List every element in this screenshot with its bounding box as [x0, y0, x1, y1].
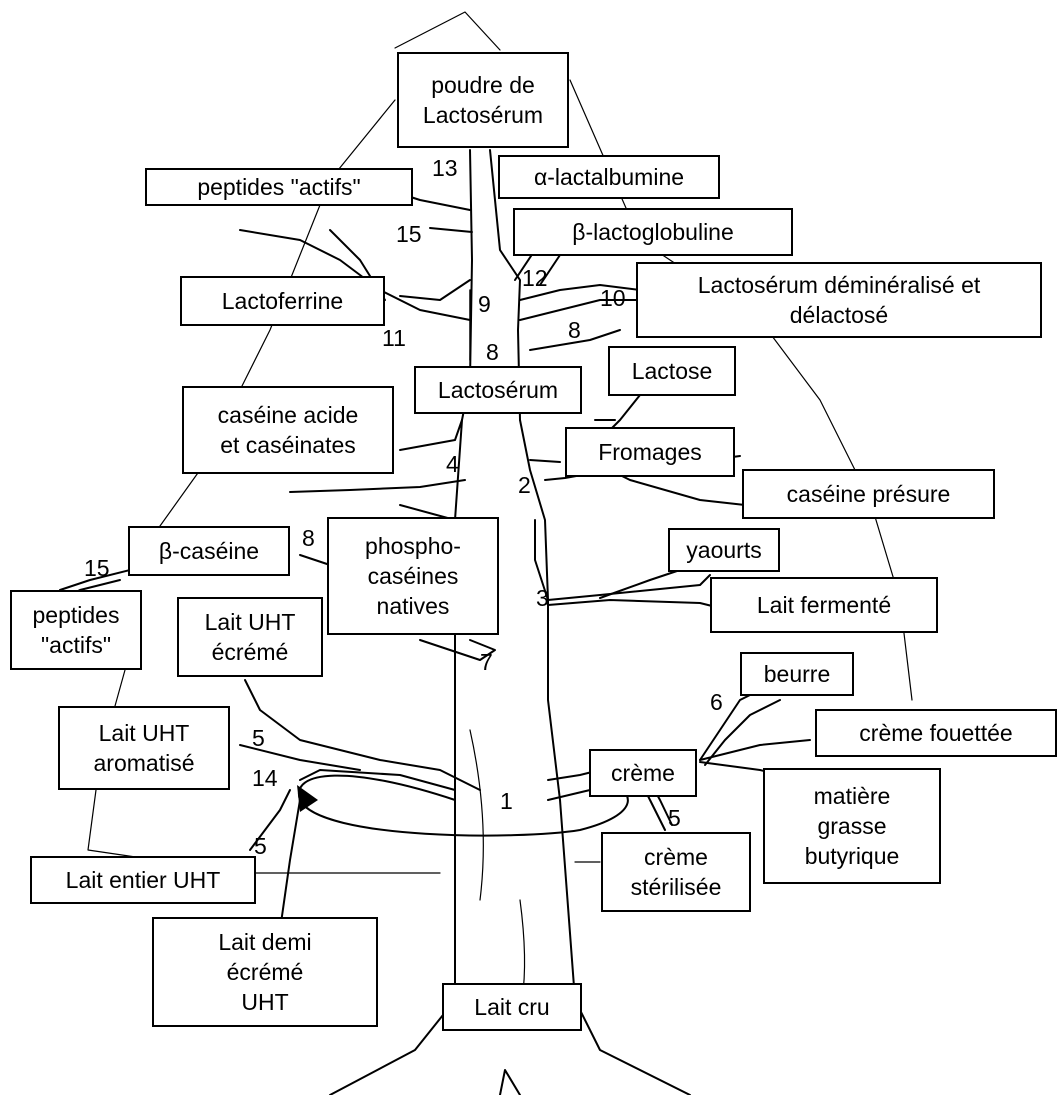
node-label: Lactosérum déminéralisé et délactosé: [697, 272, 981, 328]
step-number: 12: [522, 265, 548, 291]
node-matiere-grasse: matière grasse butyrique: [763, 768, 941, 884]
step-number: 10: [600, 285, 626, 311]
node-lait-entier-uht: Lait entier UHT: [30, 856, 256, 904]
node-label: caséine acide et caséinates: [217, 402, 359, 458]
step-number: 15: [396, 221, 422, 247]
node-lait-uht-aromatise: Lait UHT aromatisé: [58, 706, 230, 790]
node-label: Lait cru: [474, 994, 550, 1020]
node-label: β-caséine: [158, 538, 260, 564]
step-number: 6: [710, 689, 723, 715]
node-label: Lactose: [631, 358, 713, 384]
node-label: Lait UHT aromatisé: [93, 720, 195, 776]
node-lactoserum: Lactosérum: [414, 366, 582, 414]
node-label: phospho- caséines natives: [365, 533, 461, 619]
loop-arrowhead: [297, 785, 318, 812]
connector-lines: [254, 861, 601, 874]
node-caseine-acide: caséine acide et caséinates: [182, 386, 394, 474]
node-label: Fromages: [598, 439, 702, 465]
node-label: Lait entier UHT: [65, 867, 221, 893]
node-label: crème fouettée: [859, 720, 1013, 746]
step-number: 2: [518, 472, 531, 498]
node-creme-fouettee: crème fouettée: [815, 709, 1057, 757]
node-peptides-actifs-left: peptides "actifs": [10, 590, 142, 670]
node-creme-sterilisee: crème stérilisée: [601, 832, 751, 912]
node-peptides-actifs-top: peptides "actifs": [145, 168, 413, 206]
node-lactoferrine: Lactoferrine: [180, 276, 385, 326]
node-label: Lactosérum: [437, 377, 559, 403]
node-creme: crème: [589, 749, 697, 797]
step-number: 8: [302, 525, 315, 551]
step-number: 5: [254, 833, 267, 859]
step-number: 5: [668, 805, 681, 831]
step-number: 8: [568, 317, 581, 343]
node-beta-caseine: β-caséine: [128, 526, 290, 576]
node-label: beurre: [763, 661, 831, 687]
node-label: α-lactalbumine: [533, 164, 685, 190]
node-label: poudre de Lactosérum: [422, 72, 544, 128]
node-beta-lactoglobuline: β-lactoglobuline: [513, 208, 793, 256]
node-lactose: Lactose: [608, 346, 736, 396]
step-number: 5: [252, 725, 265, 751]
node-label: crème stérilisée: [630, 844, 722, 900]
step-number: 7: [480, 649, 493, 675]
node-lactoserum-demineralise: Lactosérum déminéralisé et délactosé: [636, 262, 1042, 338]
node-lait-fermente: Lait fermenté: [710, 577, 938, 633]
node-label: matière grasse butyrique: [804, 783, 900, 869]
node-label: Lait UHT écrémé: [204, 609, 296, 665]
step-number: 8: [486, 339, 499, 365]
node-label: caséine présure: [786, 481, 951, 507]
node-yaourts: yaourts: [668, 528, 780, 572]
node-label: peptides "actifs": [197, 174, 361, 200]
node-caseine-presure: caséine présure: [742, 469, 995, 519]
node-lait-uht-ecreme: Lait UHT écrémé: [177, 597, 323, 677]
loop-arrow-path: [297, 774, 629, 837]
node-label: peptides "actifs": [32, 602, 120, 658]
node-label: Lactoferrine: [221, 288, 344, 314]
node-alpha-lactalbumine: α-lactalbumine: [498, 155, 720, 199]
node-label: yaourts: [686, 537, 762, 563]
step-number: 11: [382, 325, 406, 351]
node-phosphocaseines: phospho- caséines natives: [327, 517, 499, 635]
node-beurre: beurre: [740, 652, 854, 696]
node-label: crème: [611, 760, 675, 786]
node-label: Lait demi écrémé UHT: [218, 929, 312, 1015]
node-fromages: Fromages: [565, 427, 735, 477]
step-number: 14: [252, 765, 278, 791]
step-number: 15: [84, 555, 110, 581]
node-label: β-lactoglobuline: [572, 219, 734, 245]
step-number: 13: [432, 155, 458, 181]
node-poudre-lactoserum: poudre de Lactosérum: [397, 52, 569, 148]
step-number: 9: [478, 291, 491, 317]
step-number: 1: [500, 788, 513, 814]
node-lait-cru: Lait cru: [442, 983, 582, 1031]
node-lait-demi-ecreme: Lait demi écrémé UHT: [152, 917, 378, 1027]
step-number: 3: [536, 585, 549, 611]
node-label: Lait fermenté: [756, 592, 892, 618]
step-number: 4: [446, 451, 459, 477]
